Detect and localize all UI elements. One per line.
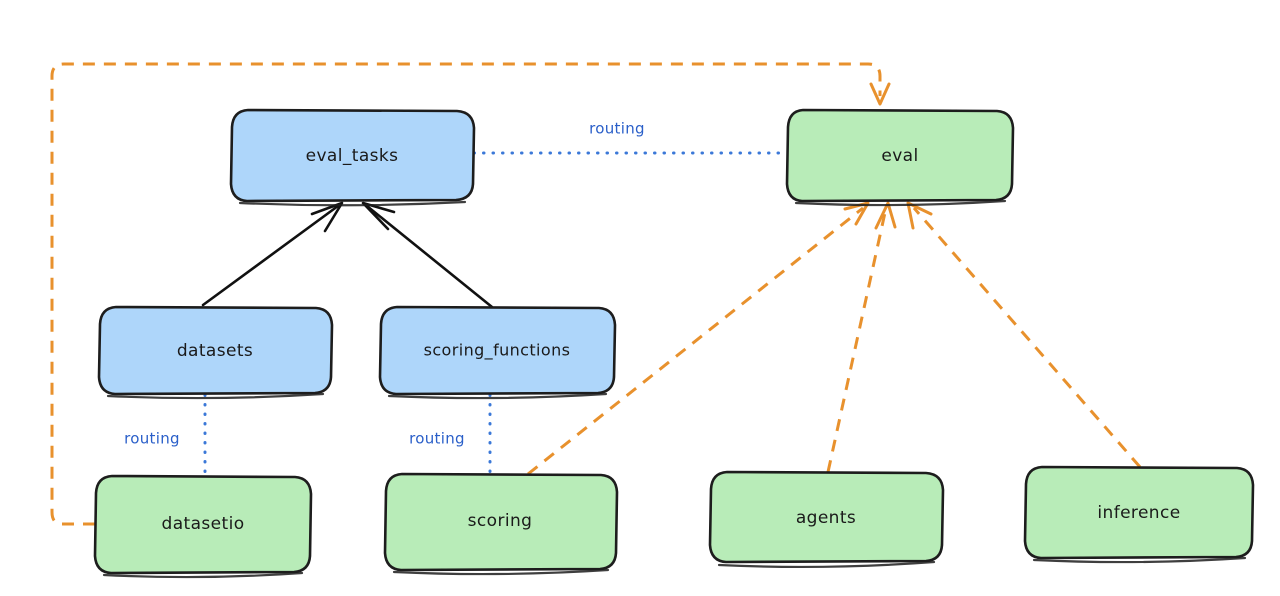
node-datasets-shadow [106, 392, 325, 400]
node-agents[interactable]: agents [708, 470, 945, 569]
edge-inference-eval [906, 201, 1142, 468]
node-scoring-functions-box[interactable] [378, 305, 617, 396]
node-eval-tasks-box[interactable] [229, 108, 476, 203]
edge-label-layer: routing routing routing [124, 120, 645, 448]
node-scoring-functions-label: scoring_functions [424, 341, 571, 361]
edge-scoringfunctions-evaltasks-arrowhead [361, 201, 396, 231]
node-agents-shadow [717, 560, 936, 569]
node-inference-label: inference [1097, 503, 1180, 523]
edge-datasetio-eval-arrowhead [869, 82, 891, 106]
node-layer: eval_tasks eval datasets scoring_functio… [93, 108, 1255, 579]
node-datasets[interactable]: datasets [97, 305, 334, 400]
node-inference-box[interactable] [1023, 465, 1255, 560]
node-eval-label: eval [881, 146, 918, 166]
edge-label-routing-scoringfunctions-scoring: routing [409, 430, 465, 448]
edge-agents-eval [826, 201, 897, 473]
node-eval-box[interactable] [785, 108, 1015, 203]
edge-agents-eval-path [826, 207, 888, 473]
edge-label-routing-datasets-datasetio: routing [124, 430, 180, 448]
edge-datasets-evaltasks-arrowhead [310, 201, 344, 233]
node-scoring-label: scoring [468, 511, 533, 531]
node-scoring[interactable]: scoring [383, 472, 619, 576]
node-datasetio-label: datasetio [162, 514, 245, 534]
node-eval-shadow [794, 199, 1007, 207]
edge-datasets-evaltasks-path [201, 204, 340, 307]
edge-scoringfunctions-evaltasks-path [365, 204, 494, 309]
node-datasets-label: datasets [177, 341, 253, 361]
node-eval-tasks[interactable]: eval_tasks [229, 108, 476, 207]
node-datasetio-shadow [102, 571, 304, 579]
edge-datasets-evaltasks [201, 201, 344, 307]
node-eval-tasks-shadow [238, 200, 467, 207]
node-scoring-box[interactable] [383, 472, 619, 572]
node-datasets-box[interactable] [97, 305, 334, 396]
edge-scoring-eval [527, 201, 870, 476]
edge-datasetio-eval [50, 62, 891, 526]
node-inference-shadow [1032, 556, 1247, 564]
edge-scoringfunctions-evaltasks [361, 201, 494, 309]
node-scoring-functions-shadow [387, 392, 608, 400]
node-datasetio[interactable]: datasetio [93, 474, 313, 579]
edge-agents-eval-arrowhead [874, 201, 897, 230]
node-agents-label: agents [796, 508, 856, 528]
edge-inference-eval-path [912, 207, 1142, 468]
edge-layer [50, 62, 1142, 526]
node-datasetio-box[interactable] [93, 474, 313, 575]
node-agents-box[interactable] [708, 470, 945, 564]
edge-inference-eval-arrowhead [906, 201, 933, 230]
node-inference[interactable]: inference [1023, 465, 1255, 564]
node-scoring-shadow [392, 568, 610, 576]
edge-label-routing-evaltasks-eval: routing [589, 120, 645, 138]
node-eval-tasks-label: eval_tasks [306, 146, 399, 166]
node-scoring-functions[interactable]: scoring_functions [378, 305, 617, 400]
node-eval[interactable]: eval [785, 108, 1015, 207]
edge-scoring-eval-path [527, 206, 864, 476]
edge-scoring-eval-arrowhead [843, 201, 870, 226]
